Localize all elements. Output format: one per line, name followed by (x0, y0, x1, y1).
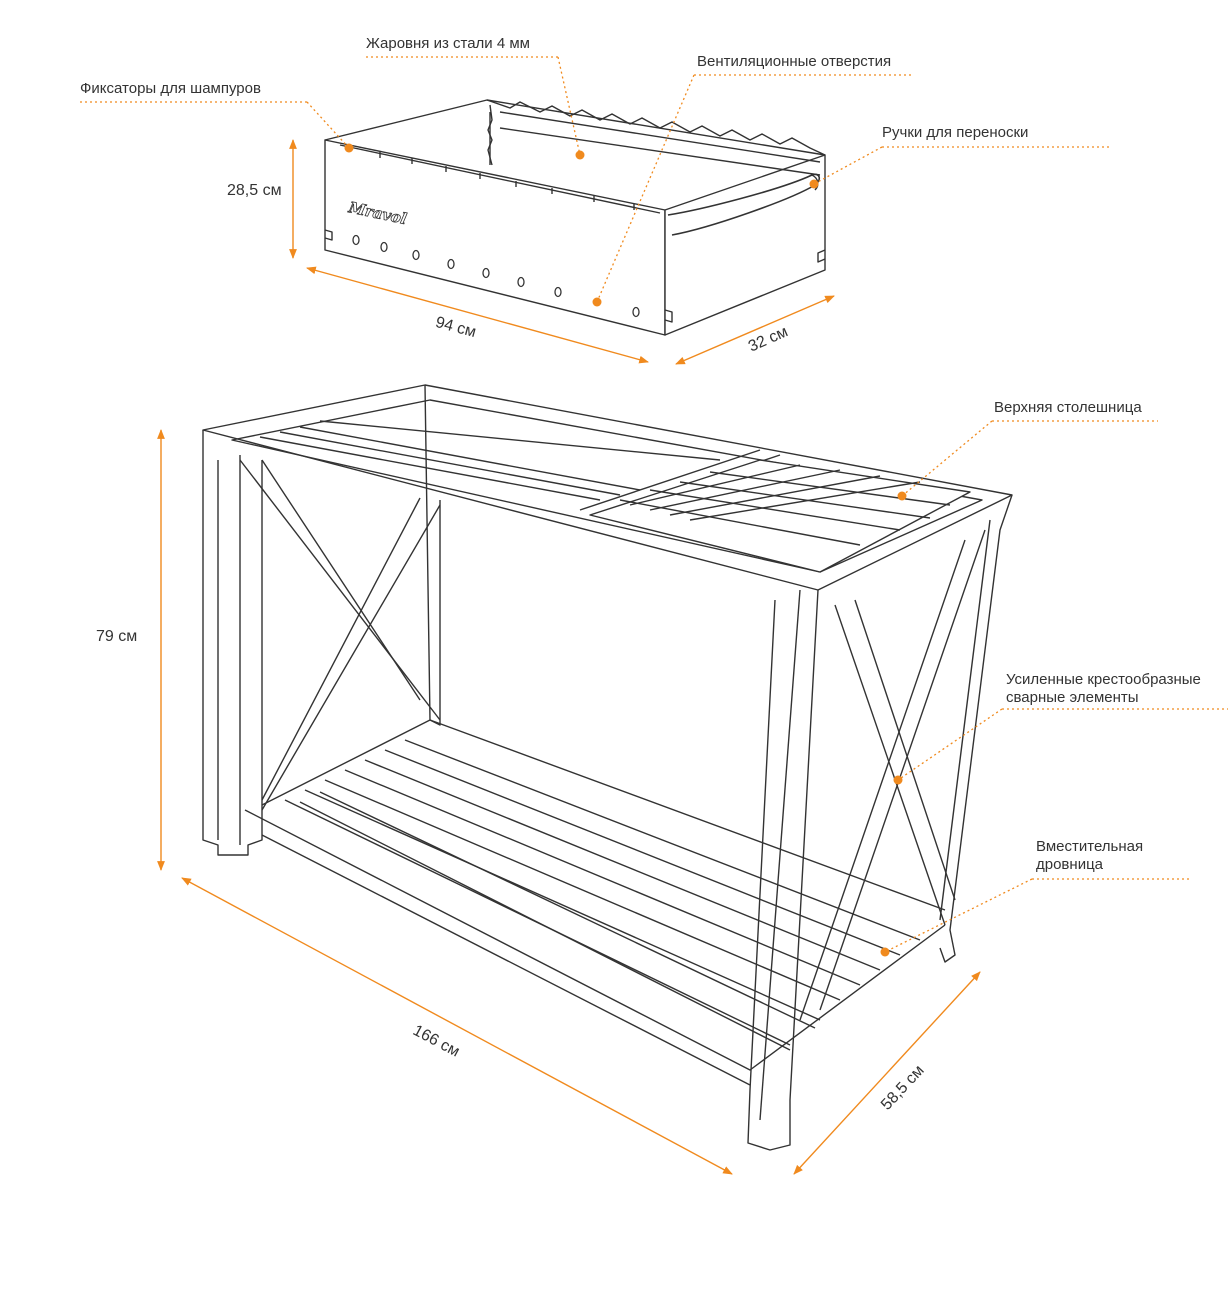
callout-top-tabletop: Верхняя столешница (994, 399, 1142, 416)
callout-dot-vents (592, 297, 602, 307)
callout-dot-woodshed (880, 947, 890, 957)
dim-stand-height: 79 см (96, 628, 138, 645)
dim-box-height: 28,5 см (227, 182, 282, 199)
callout-dot-brazier (575, 150, 585, 160)
callout-handles: Ручки для переноски (882, 124, 1029, 141)
dimension-arrows (157, 139, 981, 1175)
callout-dot-handles (809, 179, 819, 189)
callout-dots (344, 143, 907, 957)
callout-cross-welds-line1: Усиленные крестообразные (1006, 671, 1201, 688)
callout-leaders (80, 56, 1228, 953)
callout-woodshed-line1: Вместительная (1036, 838, 1144, 855)
callout-vents: Вентиляционные отверстия (697, 53, 892, 70)
stand-frame (202, 384, 1013, 1151)
callout-skewer-holders: Фиксаторы для шампуров (80, 80, 261, 97)
callout-brazier: Жаровня из стали 4 мм (366, 35, 530, 52)
callout-dot-cross-welds (893, 775, 903, 785)
callout-dot-skewer-holders (344, 143, 354, 153)
callout-cross-welds-line2: сварные элементы (1006, 689, 1139, 706)
callout-woodshed-line2: дровница (1036, 856, 1104, 873)
callout-dot-tabletop (897, 491, 907, 501)
